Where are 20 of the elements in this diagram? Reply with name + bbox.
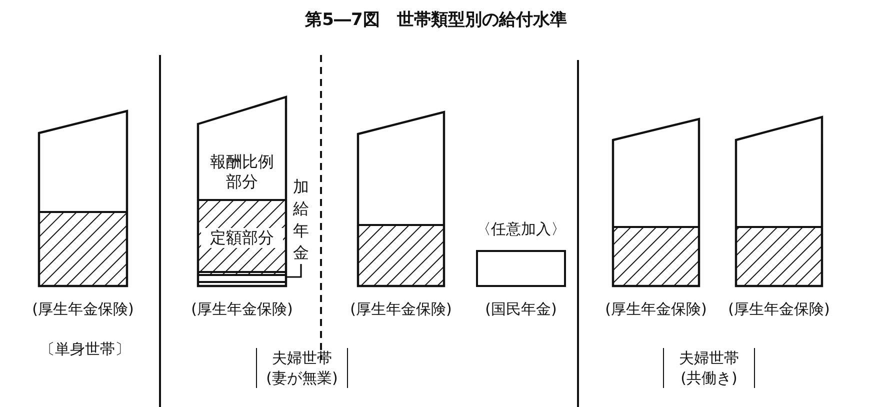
bar-caption: (厚生年金保険) bbox=[31, 300, 135, 319]
bar-label: 定額部分 bbox=[201, 228, 283, 248]
bar-caption: (厚生年金保険) bbox=[604, 300, 708, 319]
bar-caption: (厚生年金保険) bbox=[349, 300, 453, 319]
benefit-bar bbox=[357, 111, 445, 287]
bar-caption: (国民年金) bbox=[484, 300, 558, 319]
group-caption: 夫婦世帯(共働き) bbox=[663, 348, 755, 388]
benefit-bar bbox=[38, 110, 128, 287]
bar-caption: (厚生年金保険) bbox=[190, 300, 294, 319]
bar-label: 報酬比例部分 bbox=[209, 152, 275, 192]
group-caption: 〔単身世帯〕 bbox=[39, 340, 131, 359]
benefit-bar bbox=[735, 116, 823, 287]
benefit-box bbox=[476, 250, 566, 287]
leader-line bbox=[287, 264, 302, 278]
bar-caption: (厚生年金保険) bbox=[727, 300, 831, 319]
benefit-bar bbox=[197, 96, 287, 287]
bar-caption: 〈任意加入〉 bbox=[475, 220, 567, 239]
figure-title: 第5―7図 世帯類型別の給付水準 bbox=[304, 9, 568, 31]
bar-segment bbox=[197, 271, 287, 283]
benefit-bar bbox=[612, 118, 700, 287]
